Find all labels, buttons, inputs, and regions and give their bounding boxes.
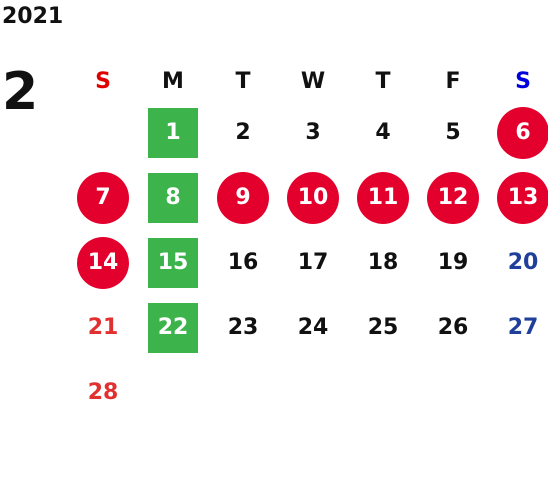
day-cell: 15	[138, 230, 208, 295]
holiday-day-number: 7	[77, 171, 129, 224]
day-number: 28	[87, 380, 119, 405]
day-cell: 28	[68, 360, 138, 425]
day-cell: 10	[278, 165, 348, 230]
day-cell: 14	[68, 230, 138, 295]
day-number: 2	[235, 120, 251, 145]
day-number: 17	[297, 250, 329, 275]
day-cell: 5	[418, 100, 488, 165]
day-cell: 21	[68, 295, 138, 360]
holiday-day-number: 6	[497, 106, 548, 159]
day-cell: 9	[208, 165, 278, 230]
day-cell: 12	[418, 165, 488, 230]
day-cell: 8	[138, 165, 208, 230]
day-cell: 3	[278, 100, 348, 165]
day-number: 18	[367, 250, 399, 275]
day-cell: 18	[348, 230, 418, 295]
weekday-header: M	[162, 68, 184, 94]
holiday-day-number: 14	[77, 236, 129, 289]
day-cell: 13	[488, 165, 548, 230]
day-cell: 27	[488, 295, 548, 360]
day-number: 5	[445, 120, 461, 145]
day-cell: 6	[488, 100, 548, 165]
holiday-day-number: 13	[497, 171, 548, 224]
day-cell: 22	[138, 295, 208, 360]
weekday-header: T	[235, 68, 251, 94]
day-cell: 19	[418, 230, 488, 295]
weekday-header: T	[375, 68, 391, 94]
day-cell: 16	[208, 230, 278, 295]
day-number: 24	[297, 315, 329, 340]
day-number: 27	[507, 315, 539, 340]
highlighted-day-number: 1	[148, 107, 198, 158]
empty-day-cell	[68, 100, 138, 165]
day-number: 4	[375, 120, 391, 145]
day-cell: 2	[208, 100, 278, 165]
highlighted-day-number: 15	[148, 237, 198, 288]
weekday-header: S	[95, 68, 111, 94]
holiday-day-number: 10	[287, 171, 339, 224]
day-number: 20	[507, 250, 539, 275]
highlighted-day-number: 8	[148, 172, 198, 223]
holiday-day-number: 11	[357, 171, 409, 224]
day-number: 19	[437, 250, 469, 275]
weekday-header: F	[445, 68, 461, 94]
day-cell: 25	[348, 295, 418, 360]
day-cell: 1	[138, 100, 208, 165]
weekday-header: S	[515, 68, 531, 94]
day-number: 23	[227, 315, 259, 340]
year-label: 2021	[2, 4, 64, 29]
day-number: 3	[305, 120, 321, 145]
holiday-day-number: 12	[427, 171, 479, 224]
day-cell: 26	[418, 295, 488, 360]
day-cell: 17	[278, 230, 348, 295]
day-cell: 11	[348, 165, 418, 230]
holiday-day-number: 9	[217, 171, 269, 224]
day-cell: 20	[488, 230, 548, 295]
day-cell: 4	[348, 100, 418, 165]
weekday-header: W	[300, 68, 326, 94]
day-cell: 24	[278, 295, 348, 360]
day-number: 21	[87, 315, 119, 340]
highlighted-day-number: 22	[148, 302, 198, 353]
day-number: 16	[227, 250, 259, 275]
day-number: 25	[367, 315, 399, 340]
day-cell: 7	[68, 165, 138, 230]
day-number: 26	[437, 315, 469, 340]
month-number: 2	[2, 62, 39, 122]
day-cell: 23	[208, 295, 278, 360]
